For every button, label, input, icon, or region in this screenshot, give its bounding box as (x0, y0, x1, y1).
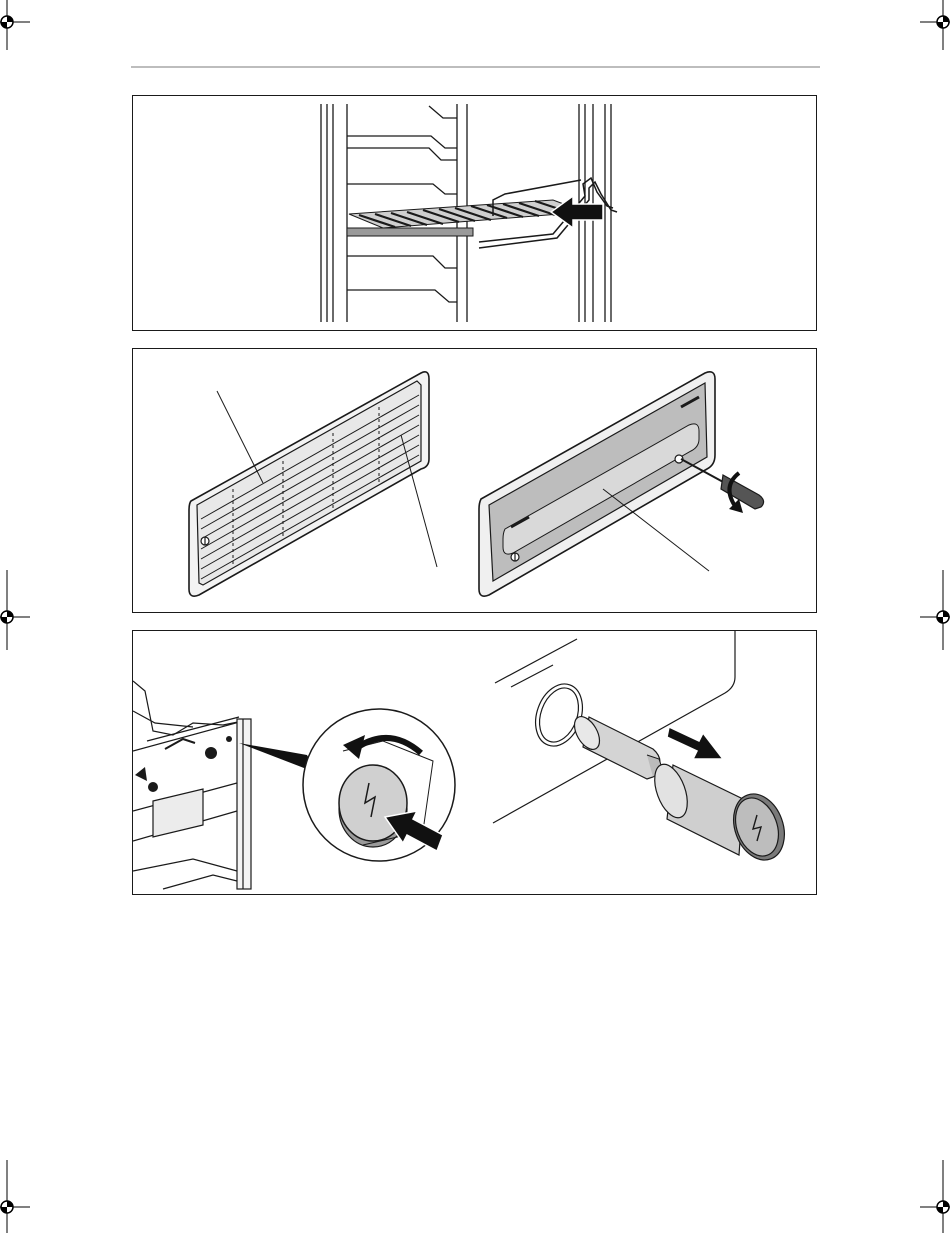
igniter-battery-illustration (133, 631, 817, 895)
header-rule (131, 66, 820, 68)
registration-mark-bottom-left (0, 1160, 30, 1233)
vent-grille-illustration (133, 349, 817, 613)
igniter-cap-icon (648, 760, 793, 867)
vent-grille-front-icon (189, 372, 429, 596)
registration-mark-bottom-right (920, 1160, 950, 1233)
registration-mark-top-left (0, 0, 30, 50)
figure-igniter-battery (132, 630, 817, 895)
pull-arrow-icon (667, 727, 723, 759)
registration-mark-top-right (920, 0, 950, 50)
battery-icon (569, 712, 663, 779)
registration-mark-mid-left (0, 570, 30, 650)
screwdriver-icon (681, 459, 764, 509)
shelf-insertion-illustration (133, 96, 817, 331)
registration-mark-mid-right (920, 570, 950, 650)
push-arrow-icon (551, 196, 603, 228)
figure-shelf-insertion (132, 95, 817, 331)
figure-vent-grille (132, 348, 817, 613)
vent-cover-back-icon (479, 372, 715, 596)
